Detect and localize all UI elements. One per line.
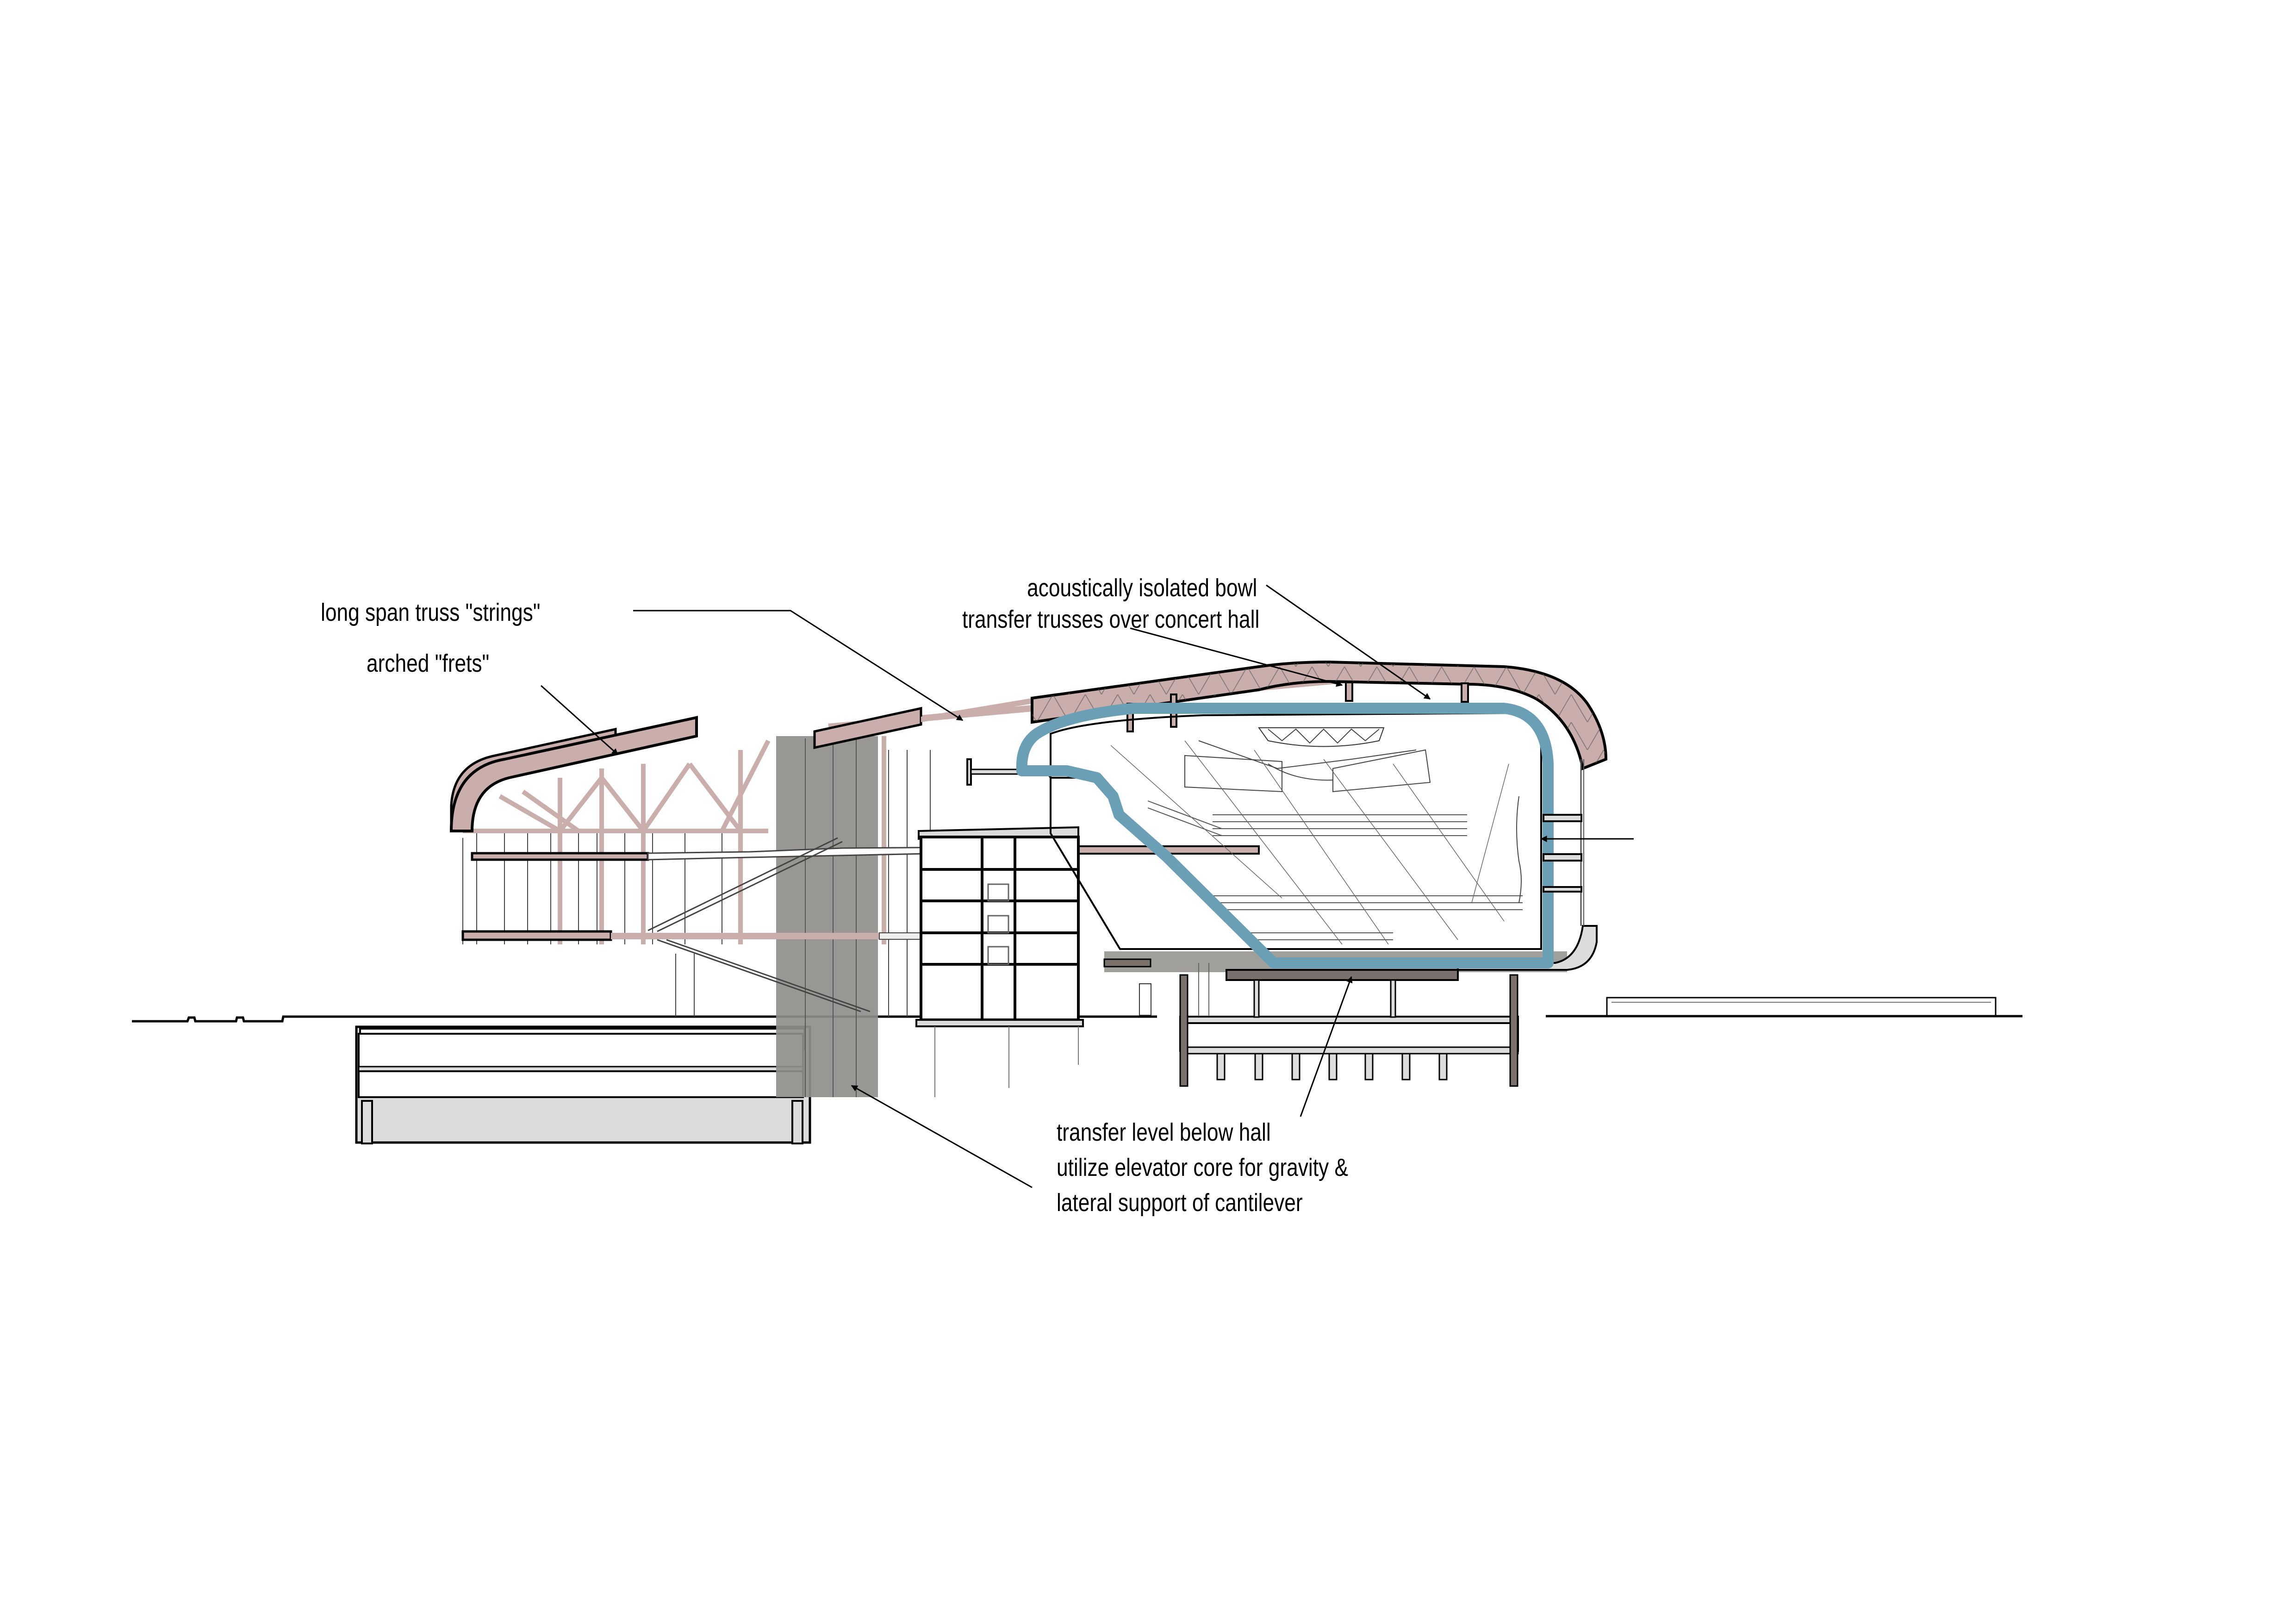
right-foundation [1139, 963, 1519, 1087]
label-long-span-truss-strings: long span truss "strings" [321, 599, 541, 626]
label-transfer-level-block: transfer level below hall utilize elevat… [1057, 1115, 1348, 1220]
concert-hall-interior [1045, 712, 1542, 950]
office-block [915, 758, 1084, 1097]
elevator-core [776, 736, 878, 1097]
left-basement [355, 1025, 811, 1144]
leader-lines [540, 584, 1634, 1188]
label-transfer-level-line-1: transfer level below hall [1057, 1118, 1271, 1146]
label-acoustically-isolated-bowl: acoustically isolated bowl [1027, 574, 1257, 602]
label-arched-frets: arched "frets" [367, 650, 490, 677]
acoustic-bowl [1016, 703, 1554, 968]
label-transfer-trusses: transfer trusses over concert hall [962, 606, 1259, 633]
label-transfer-level-line-2: utilize elevator core for gravity & [1057, 1154, 1349, 1181]
right-exterior [1543, 759, 1584, 926]
transfer-level [1103, 925, 1598, 981]
bus-icon [1139, 983, 1151, 1016]
label-transfer-level-line-3: lateral support of cantilever [1057, 1189, 1303, 1217]
